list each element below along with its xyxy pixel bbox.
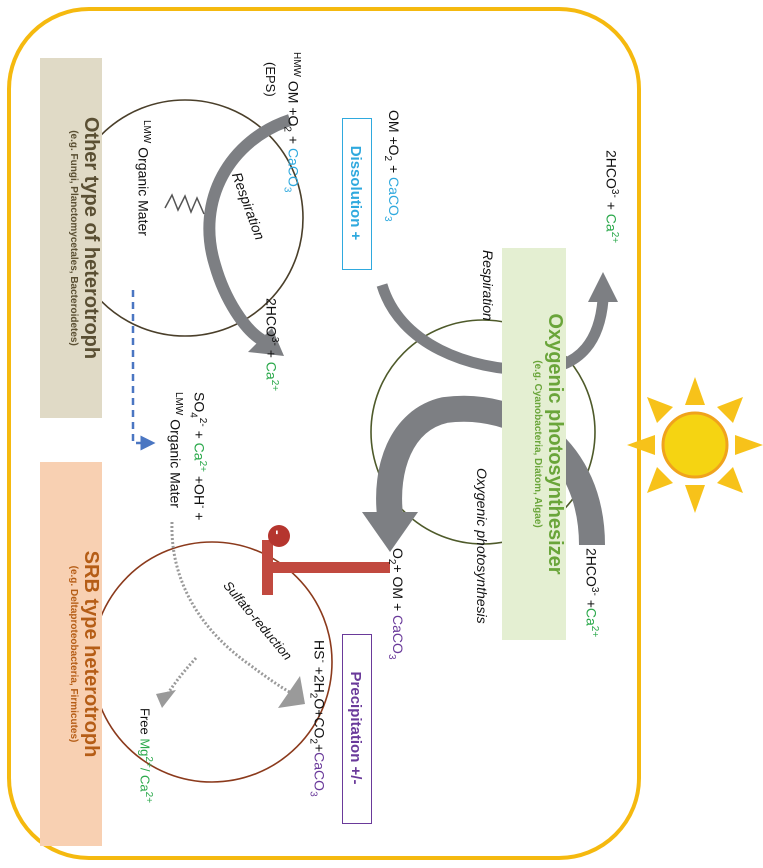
other-subtitle: (e.g. Fungi, Planctomycetales, Bacteroid…	[68, 130, 79, 346]
srb-circle	[91, 541, 333, 783]
other-box	[40, 58, 102, 418]
oxygenic-label: Oxygenic photosynthesizer (e.g. Cyanobac…	[532, 248, 566, 640]
sulfato-reduction-arrow	[170, 521, 296, 697]
sun-icon	[627, 377, 763, 513]
dissolution-box	[342, 118, 372, 270]
other-title: Other type of heterotroph	[80, 116, 102, 360]
inhibit-circle	[268, 525, 290, 547]
formula-hs: HS- +2H2O+CO2+CaCO3	[307, 640, 328, 797]
oxygenic-photosynthesis-label: Oxygenic photosynthesis	[474, 468, 490, 624]
lmw-transfer-arrow	[131, 290, 156, 451]
formula-hmw-om: HMW OM +O2 + CaCO3	[281, 52, 302, 193]
formula-lmw-1: LMW Organic Mater	[135, 120, 152, 236]
formula-om-o2-caco3: OM +O2 + CaCO3	[382, 110, 402, 222]
free-ions-arrow	[163, 656, 198, 699]
dissolution-label: Dissolution +	[347, 145, 364, 241]
respiration-arrow-other	[203, 114, 292, 346]
other-label: Other type of heterotroph (e.g. Fungi, P…	[68, 58, 102, 418]
formula-eps: (EPS)	[263, 62, 278, 97]
srb-subtitle: (e.g. Deltaproteobacteria, Firmicutes)	[68, 565, 79, 743]
formula-lmw-2: LMW Organic Mater	[167, 392, 184, 508]
precipitation-label: Precipitation +/-	[347, 671, 364, 785]
oxygenic-subtitle: (e.g. Cyanobacteria, Diatom, Algae)	[532, 360, 543, 528]
formula-top-right: 2HCO3- + Ca2+	[603, 150, 620, 244]
precipitation-box	[342, 634, 372, 824]
oxygenic-circle	[370, 319, 596, 545]
srb-box	[40, 462, 102, 846]
inhibition-bar	[262, 562, 390, 573]
respiration-label-oxygenic: Respiration	[480, 250, 496, 321]
oxygenic-title: Oxygenic photosynthesizer	[544, 313, 566, 575]
formula-free-ions: Free Mg2+/ Ca2+	[137, 708, 154, 804]
inhibit-sign: -	[270, 530, 286, 535]
srb-label: SRB type heterotroph (e.g. Deltaproteoba…	[68, 462, 102, 846]
formula-mid-hco3: 2HCO3- + Ca2+	[263, 298, 280, 392]
formula-so4: SO42- + Ca2+ +OH- +	[187, 392, 208, 521]
formula-right-hco3: 2HCO3- +Ca2+	[583, 548, 600, 638]
srb-title: SRB type heterotroph	[80, 550, 102, 758]
formula-o2-om: O2+ OM + CaCO3	[386, 548, 406, 660]
photosynthesis-arrow	[376, 395, 605, 546]
outer-frame	[7, 7, 641, 860]
zigzag-line	[164, 193, 205, 215]
oxygenic-box	[502, 248, 566, 640]
